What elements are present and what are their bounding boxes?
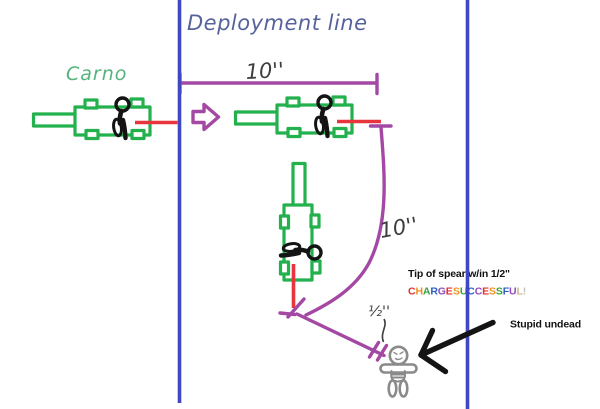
undead-torso-ribs bbox=[390, 370, 407, 383]
stupid-undead-label: Stupid undead bbox=[510, 319, 581, 331]
chariot-start-position bbox=[34, 98, 151, 139]
tip-note-text: Tip of spear w/in 1/2" bbox=[408, 268, 510, 280]
charge-result-word2: SUCCESSFUL! bbox=[453, 286, 526, 298]
undead-head bbox=[388, 345, 409, 366]
charge-result-word1: CHARGE bbox=[408, 286, 453, 298]
charge-distance-curve bbox=[304, 125, 386, 317]
undead-leg-left bbox=[387, 379, 398, 398]
move-arrow-icon bbox=[191, 102, 221, 132]
half-inch-pointer-squiggle bbox=[381, 318, 386, 343]
undead-arrow-icon bbox=[418, 319, 496, 375]
half-inch-tick-1 bbox=[367, 340, 381, 359]
undead-figure bbox=[379, 345, 418, 398]
charge-path-line bbox=[295, 312, 386, 358]
move-distance-label: 10'' bbox=[245, 58, 284, 84]
carno-label: Carno bbox=[66, 63, 127, 85]
undead-leg-right bbox=[398, 379, 409, 398]
charge-distance-label: 10'' bbox=[378, 213, 420, 243]
curve-end-tick-2 bbox=[278, 311, 297, 317]
arrow-barb-top bbox=[418, 327, 436, 358]
undead-face bbox=[393, 351, 404, 361]
deployment-line-label: Deployment line bbox=[187, 11, 368, 35]
chariot-moved-position bbox=[236, 96, 353, 137]
chariot-charging-position bbox=[281, 164, 322, 281]
arrow-shaft bbox=[418, 319, 496, 358]
half-inch-tick-2 bbox=[375, 343, 389, 362]
move-distance-measure: 10'' bbox=[178, 58, 379, 96]
undead-arms bbox=[379, 363, 418, 374]
arrow-barb-bottom bbox=[418, 352, 449, 375]
half-inch-label: ½'' bbox=[368, 304, 390, 320]
charge-result-text: CHARGE SUCCESSFUL! bbox=[408, 286, 526, 298]
